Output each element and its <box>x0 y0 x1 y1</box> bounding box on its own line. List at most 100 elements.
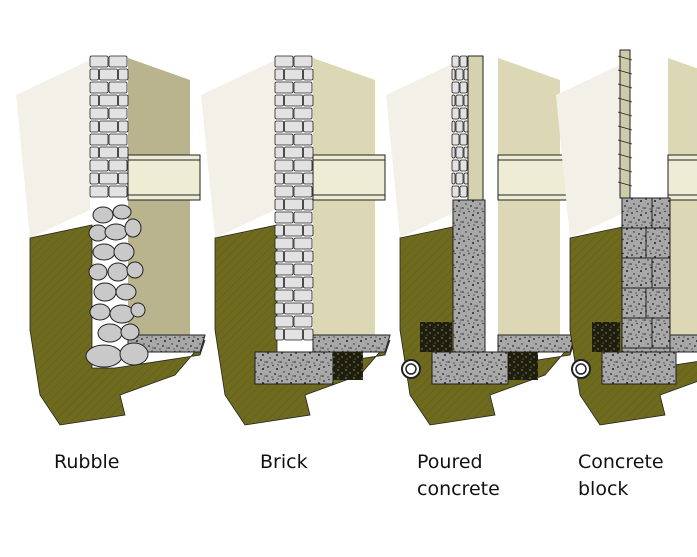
rubble-stone <box>85 344 123 368</box>
caption-poured-concrete-line-1: Poured <box>417 451 483 473</box>
brick <box>118 146 129 159</box>
brick <box>284 302 303 315</box>
rubble-stone <box>126 261 144 279</box>
caption-concrete-block-line-1: Concrete <box>578 451 664 473</box>
brick <box>293 159 313 172</box>
brick-veneer <box>455 94 464 107</box>
brick <box>99 68 118 81</box>
brick <box>89 146 99 159</box>
brick <box>284 94 303 107</box>
rubble-stone <box>88 224 108 242</box>
brick <box>89 172 99 185</box>
brick-veneer <box>459 107 468 120</box>
brick <box>303 276 314 289</box>
brick <box>303 328 314 341</box>
drain-pipe-inner <box>405 363 417 375</box>
brick <box>118 68 129 81</box>
brick <box>89 94 99 107</box>
panel-brick <box>201 55 391 426</box>
caption-brick: Brick <box>260 449 308 476</box>
rubble-stone <box>107 262 129 282</box>
brick <box>284 146 303 159</box>
siding-lap <box>617 97 633 103</box>
brick <box>274 302 284 315</box>
siding-lap <box>617 125 633 131</box>
rubble-stone <box>115 283 137 301</box>
floor-slab <box>497 334 576 353</box>
brick <box>274 81 294 94</box>
footing <box>601 351 677 385</box>
rubble-stone <box>119 342 149 366</box>
brick <box>284 276 303 289</box>
brick-veneer <box>451 120 456 133</box>
brick <box>274 146 284 159</box>
siding-lap <box>617 69 633 75</box>
brick-veneer <box>451 172 456 185</box>
brick <box>303 250 314 263</box>
footing <box>254 351 334 385</box>
brick <box>274 68 284 81</box>
brick <box>303 172 314 185</box>
brick <box>99 120 118 133</box>
brick <box>274 185 294 198</box>
brick <box>274 94 284 107</box>
brick-veneer <box>451 159 460 172</box>
brick-veneer <box>455 120 464 133</box>
brick-veneer <box>451 81 460 94</box>
brick <box>89 81 109 94</box>
caption-poured-concrete: Poured concrete <box>417 449 500 503</box>
brick <box>274 172 284 185</box>
brick-veneer <box>451 185 460 198</box>
brick <box>284 68 303 81</box>
brick <box>108 81 128 94</box>
rubble-stone <box>112 204 132 220</box>
brick <box>303 146 314 159</box>
brick <box>284 172 303 185</box>
brick <box>118 120 129 133</box>
brick <box>108 107 128 120</box>
siding-lap <box>617 83 633 89</box>
brick <box>274 328 284 341</box>
siding-lap <box>617 111 633 117</box>
brick-veneer <box>463 146 469 159</box>
brick-veneer <box>459 55 468 68</box>
panel-rubble <box>16 55 206 426</box>
brick <box>274 55 294 68</box>
brick <box>303 224 314 237</box>
brick <box>274 315 294 328</box>
caption-concrete-block-line-2: block <box>578 478 629 500</box>
brick-veneer <box>451 94 456 107</box>
rubble-stone <box>97 323 123 343</box>
gravel-fill <box>420 322 452 352</box>
brick-veneer <box>451 133 460 146</box>
floor-slab <box>312 334 391 353</box>
brick <box>293 211 313 224</box>
brick <box>293 315 313 328</box>
brick <box>293 133 313 146</box>
brick-veneer <box>459 159 468 172</box>
exterior-wall-surface <box>556 60 630 238</box>
brick <box>108 55 128 68</box>
brick <box>118 172 129 185</box>
floor-joist <box>127 154 201 201</box>
floor-joist <box>497 154 571 201</box>
brick <box>284 328 303 341</box>
floor-joist <box>667 154 697 201</box>
brick-veneer <box>451 68 456 81</box>
brick <box>274 224 284 237</box>
brick <box>274 276 284 289</box>
rubble-stone <box>130 302 146 318</box>
brick-veneer <box>455 146 464 159</box>
brick-veneer <box>463 120 469 133</box>
brick-veneer <box>463 68 469 81</box>
panel-poured-concrete <box>386 55 576 426</box>
rubble-stone <box>92 206 114 224</box>
brick <box>284 198 303 211</box>
brick <box>274 198 284 211</box>
wall-sheathing <box>467 55 484 202</box>
siding-lap <box>617 167 633 173</box>
brick <box>118 94 129 107</box>
brick <box>284 250 303 263</box>
